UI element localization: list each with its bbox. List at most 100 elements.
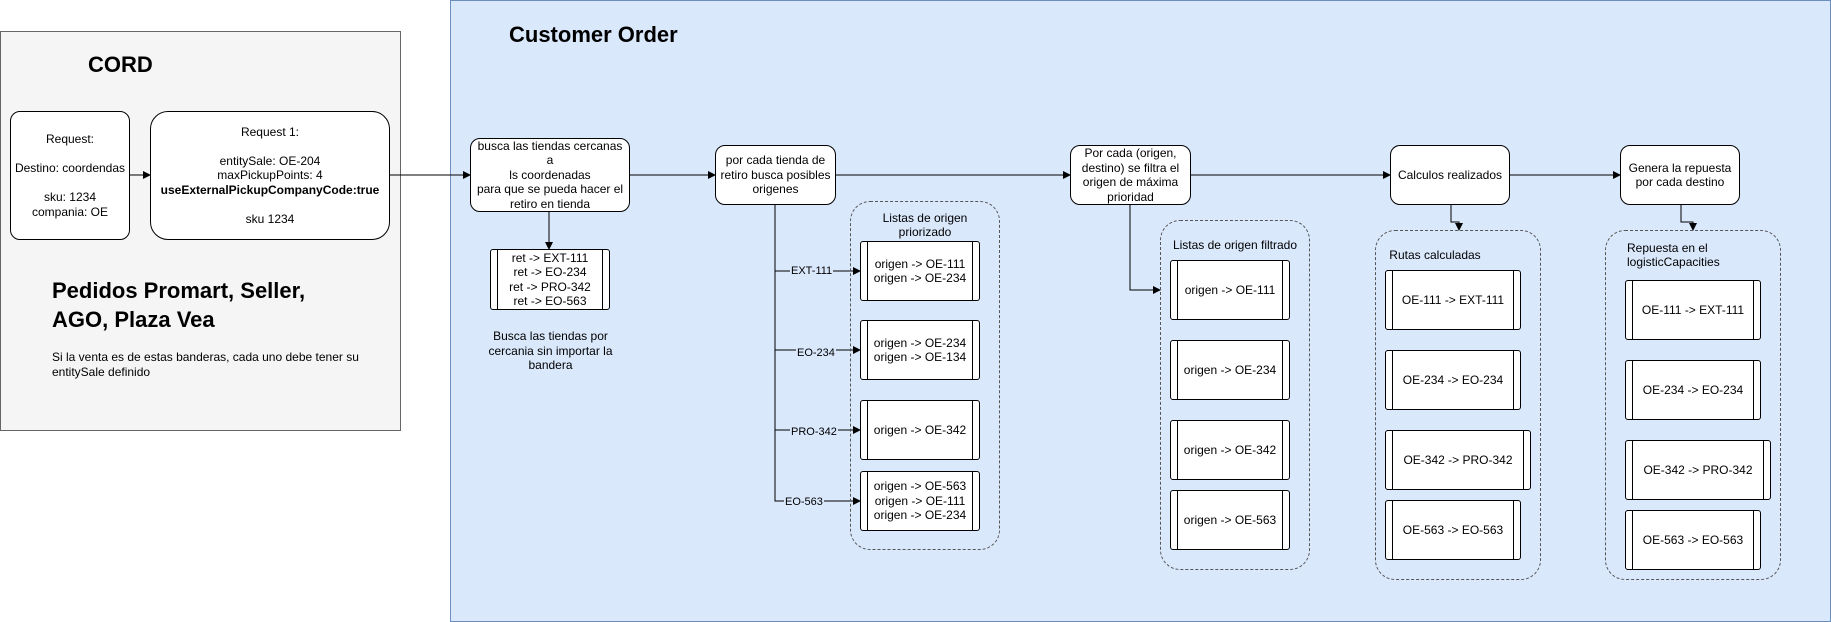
arrow-step4-to-routes <box>1450 205 1463 231</box>
edge-label: EO-563 <box>784 496 824 508</box>
step5-line: por cada destino <box>1635 175 1725 189</box>
response-item: OE-111 -> EXT-111 <box>1625 280 1761 340</box>
step1-line: para que se pueda hacer el <box>476 182 624 197</box>
origin-item: origen -> OE-234 <box>873 271 967 285</box>
filtered-item: origen -> OE-234 <box>1170 340 1290 400</box>
edge-label: EO-234 <box>796 347 836 359</box>
step1-line: ls coordenadas <box>509 167 591 182</box>
filtered-item: origen -> OE-563 <box>1170 490 1290 550</box>
request-line: Request: <box>45 132 95 146</box>
request-line <box>68 147 71 162</box>
filtered-origins-group <box>1160 220 1310 570</box>
step1-line: retiro en tienda <box>509 196 591 211</box>
step5-line: Genera la repuesta <box>1628 160 1732 175</box>
request-line: Destino: coordendas <box>14 161 126 175</box>
origin-item: origen -> OE-234 <box>873 508 967 523</box>
prioritized-list: origen -> OE-342 <box>860 400 980 460</box>
filtered-text: origen -> OE-234 <box>1183 362 1277 377</box>
routes-group <box>1375 230 1541 580</box>
response-text: OE-563 -> EO-563 <box>1642 532 1744 547</box>
request1-line: sku 1234 <box>245 211 295 226</box>
filtered-item: origen -> OE-342 <box>1170 420 1290 480</box>
step-find-origins: por cada tienda de retiro busca posibles… <box>715 145 836 205</box>
customer-order-panel <box>450 0 1831 622</box>
response-text: OE-342 -> PRO-342 <box>1643 462 1753 477</box>
step3-line: destino) se filtra el <box>1081 160 1180 175</box>
step2-line: origenes <box>752 182 799 197</box>
response-text: OE-234 -> EO-234 <box>1642 382 1744 397</box>
nearby-stores-note: Busca las tiendas por cercania sin impor… <box>488 329 613 372</box>
response-item: OE-342 -> PRO-342 <box>1625 440 1771 500</box>
step-generate-response: Genera la repuesta por cada destino <box>1620 145 1740 205</box>
origin-item: origen -> OE-111 <box>874 493 966 508</box>
arrow-step2-to-list3 <box>774 350 861 434</box>
filtered-item: origen -> OE-111 <box>1170 260 1290 320</box>
response-item: OE-234 -> EO-234 <box>1625 360 1761 420</box>
filtered-text: origen -> OE-563 <box>1183 512 1277 527</box>
store-item: ret -> EO-563 <box>513 294 587 308</box>
origin-item: origen -> OE-111 <box>874 256 966 271</box>
brands-note: Si la venta es de estas banderas, cada u… <box>52 350 359 379</box>
route-item: OE-563 -> EO-563 <box>1385 500 1521 560</box>
step2-line: por cada tienda de <box>725 153 826 168</box>
prioritized-origins-label: Listas de origen priorizado <box>882 211 968 239</box>
routes-label: Rutas calculadas <box>1389 248 1481 262</box>
request1-box: Request 1: entitySale: OE-204 maxPickupP… <box>150 111 390 240</box>
response-item: OE-563 -> EO-563 <box>1625 510 1761 570</box>
request-line: compania: OE <box>31 204 109 219</box>
request1-line: entitySale: OE-204 <box>219 153 321 168</box>
nearby-stores-list: ret -> EXT-111 ret -> EO-234 ret -> PRO-… <box>490 249 610 310</box>
filtered-text: origen -> OE-342 <box>1183 442 1277 457</box>
arrow-step2-to-list2 <box>774 271 861 354</box>
origin-item: origen -> OE-134 <box>873 350 967 364</box>
origin-item: origen -> OE-342 <box>873 422 967 437</box>
step4-label: Calculos realizados <box>1397 167 1503 182</box>
prioritized-origins-group <box>850 201 1000 550</box>
route-item: OE-342 -> PRO-342 <box>1385 430 1531 490</box>
step3-line: prioridad <box>1107 189 1154 204</box>
brands-title: Pedidos Promart, Seller, AGO, Plaza Vea <box>52 278 306 332</box>
prioritized-list: origen -> OE-234 origen -> OE-134 <box>860 320 980 380</box>
route-text: OE-234 -> EO-234 <box>1402 372 1504 387</box>
response-label: Repuesta en el logisticCapacities <box>1627 241 1720 269</box>
origin-item: origen -> OE-234 <box>873 335 967 350</box>
request1-flag-line: useExternalPickupCompanyCode:true <box>160 182 380 197</box>
request-line <box>68 176 71 191</box>
step3-line: Por cada (origen, <box>1084 146 1177 160</box>
request1-line <box>268 197 271 212</box>
request1-line: maxPickupPoints: 4 <box>217 168 323 183</box>
arrow-step2-to-list1 <box>774 205 861 275</box>
route-text: OE-342 -> PRO-342 <box>1403 452 1513 467</box>
step-calculations: Calculos realizados <box>1390 145 1510 205</box>
arrow-step5-to-responses <box>1680 205 1697 231</box>
edge-label: PRO-342 <box>790 426 838 438</box>
step2-line: retiro busca posibles <box>720 167 831 182</box>
arrow-step2-to-list4 <box>774 430 861 505</box>
request1-line <box>268 139 271 154</box>
edge-label: EXT-111 <box>790 265 834 277</box>
store-item: ret -> EXT-111 <box>511 250 589 265</box>
route-item: OE-234 -> EO-234 <box>1385 350 1521 410</box>
step1-line: busca las tiendas cercanas a <box>477 138 623 168</box>
customer-order-title: Customer Order <box>509 22 678 47</box>
request-line: sku: 1234 <box>43 190 97 204</box>
store-item: ret -> PRO-342 <box>509 279 591 294</box>
prioritized-list: origen -> OE-563 origen -> OE-111 origen… <box>860 471 980 531</box>
step3-line: origen de máxima <box>1082 175 1179 189</box>
response-group <box>1605 230 1781 580</box>
filtered-origins-label: Listas de origen filtrado <box>1172 238 1298 252</box>
origin-item: origen -> OE-563 <box>873 479 967 494</box>
prioritized-list: origen -> OE-111 origen -> OE-234 <box>860 241 980 301</box>
route-item: OE-111 -> EXT-111 <box>1385 270 1521 330</box>
filtered-text: origen -> OE-111 <box>1184 282 1276 297</box>
response-text: OE-111 -> EXT-111 <box>1641 302 1745 317</box>
route-text: OE-111 -> EXT-111 <box>1401 292 1505 307</box>
step-filter-priority: Por cada (origen, destino) se filtra el … <box>1070 145 1191 205</box>
route-text: OE-563 -> EO-563 <box>1402 522 1504 537</box>
cord-title: CORD <box>88 52 153 77</box>
arrow-step3-to-filtered <box>1129 205 1161 294</box>
request-box: Request: Destino: coordendas sku: 1234 c… <box>10 111 130 240</box>
request1-line: Request 1: <box>240 124 300 139</box>
store-item: ret -> EO-234 <box>513 265 587 279</box>
step-find-nearby-stores: busca las tiendas cercanas a ls coordena… <box>470 138 630 212</box>
